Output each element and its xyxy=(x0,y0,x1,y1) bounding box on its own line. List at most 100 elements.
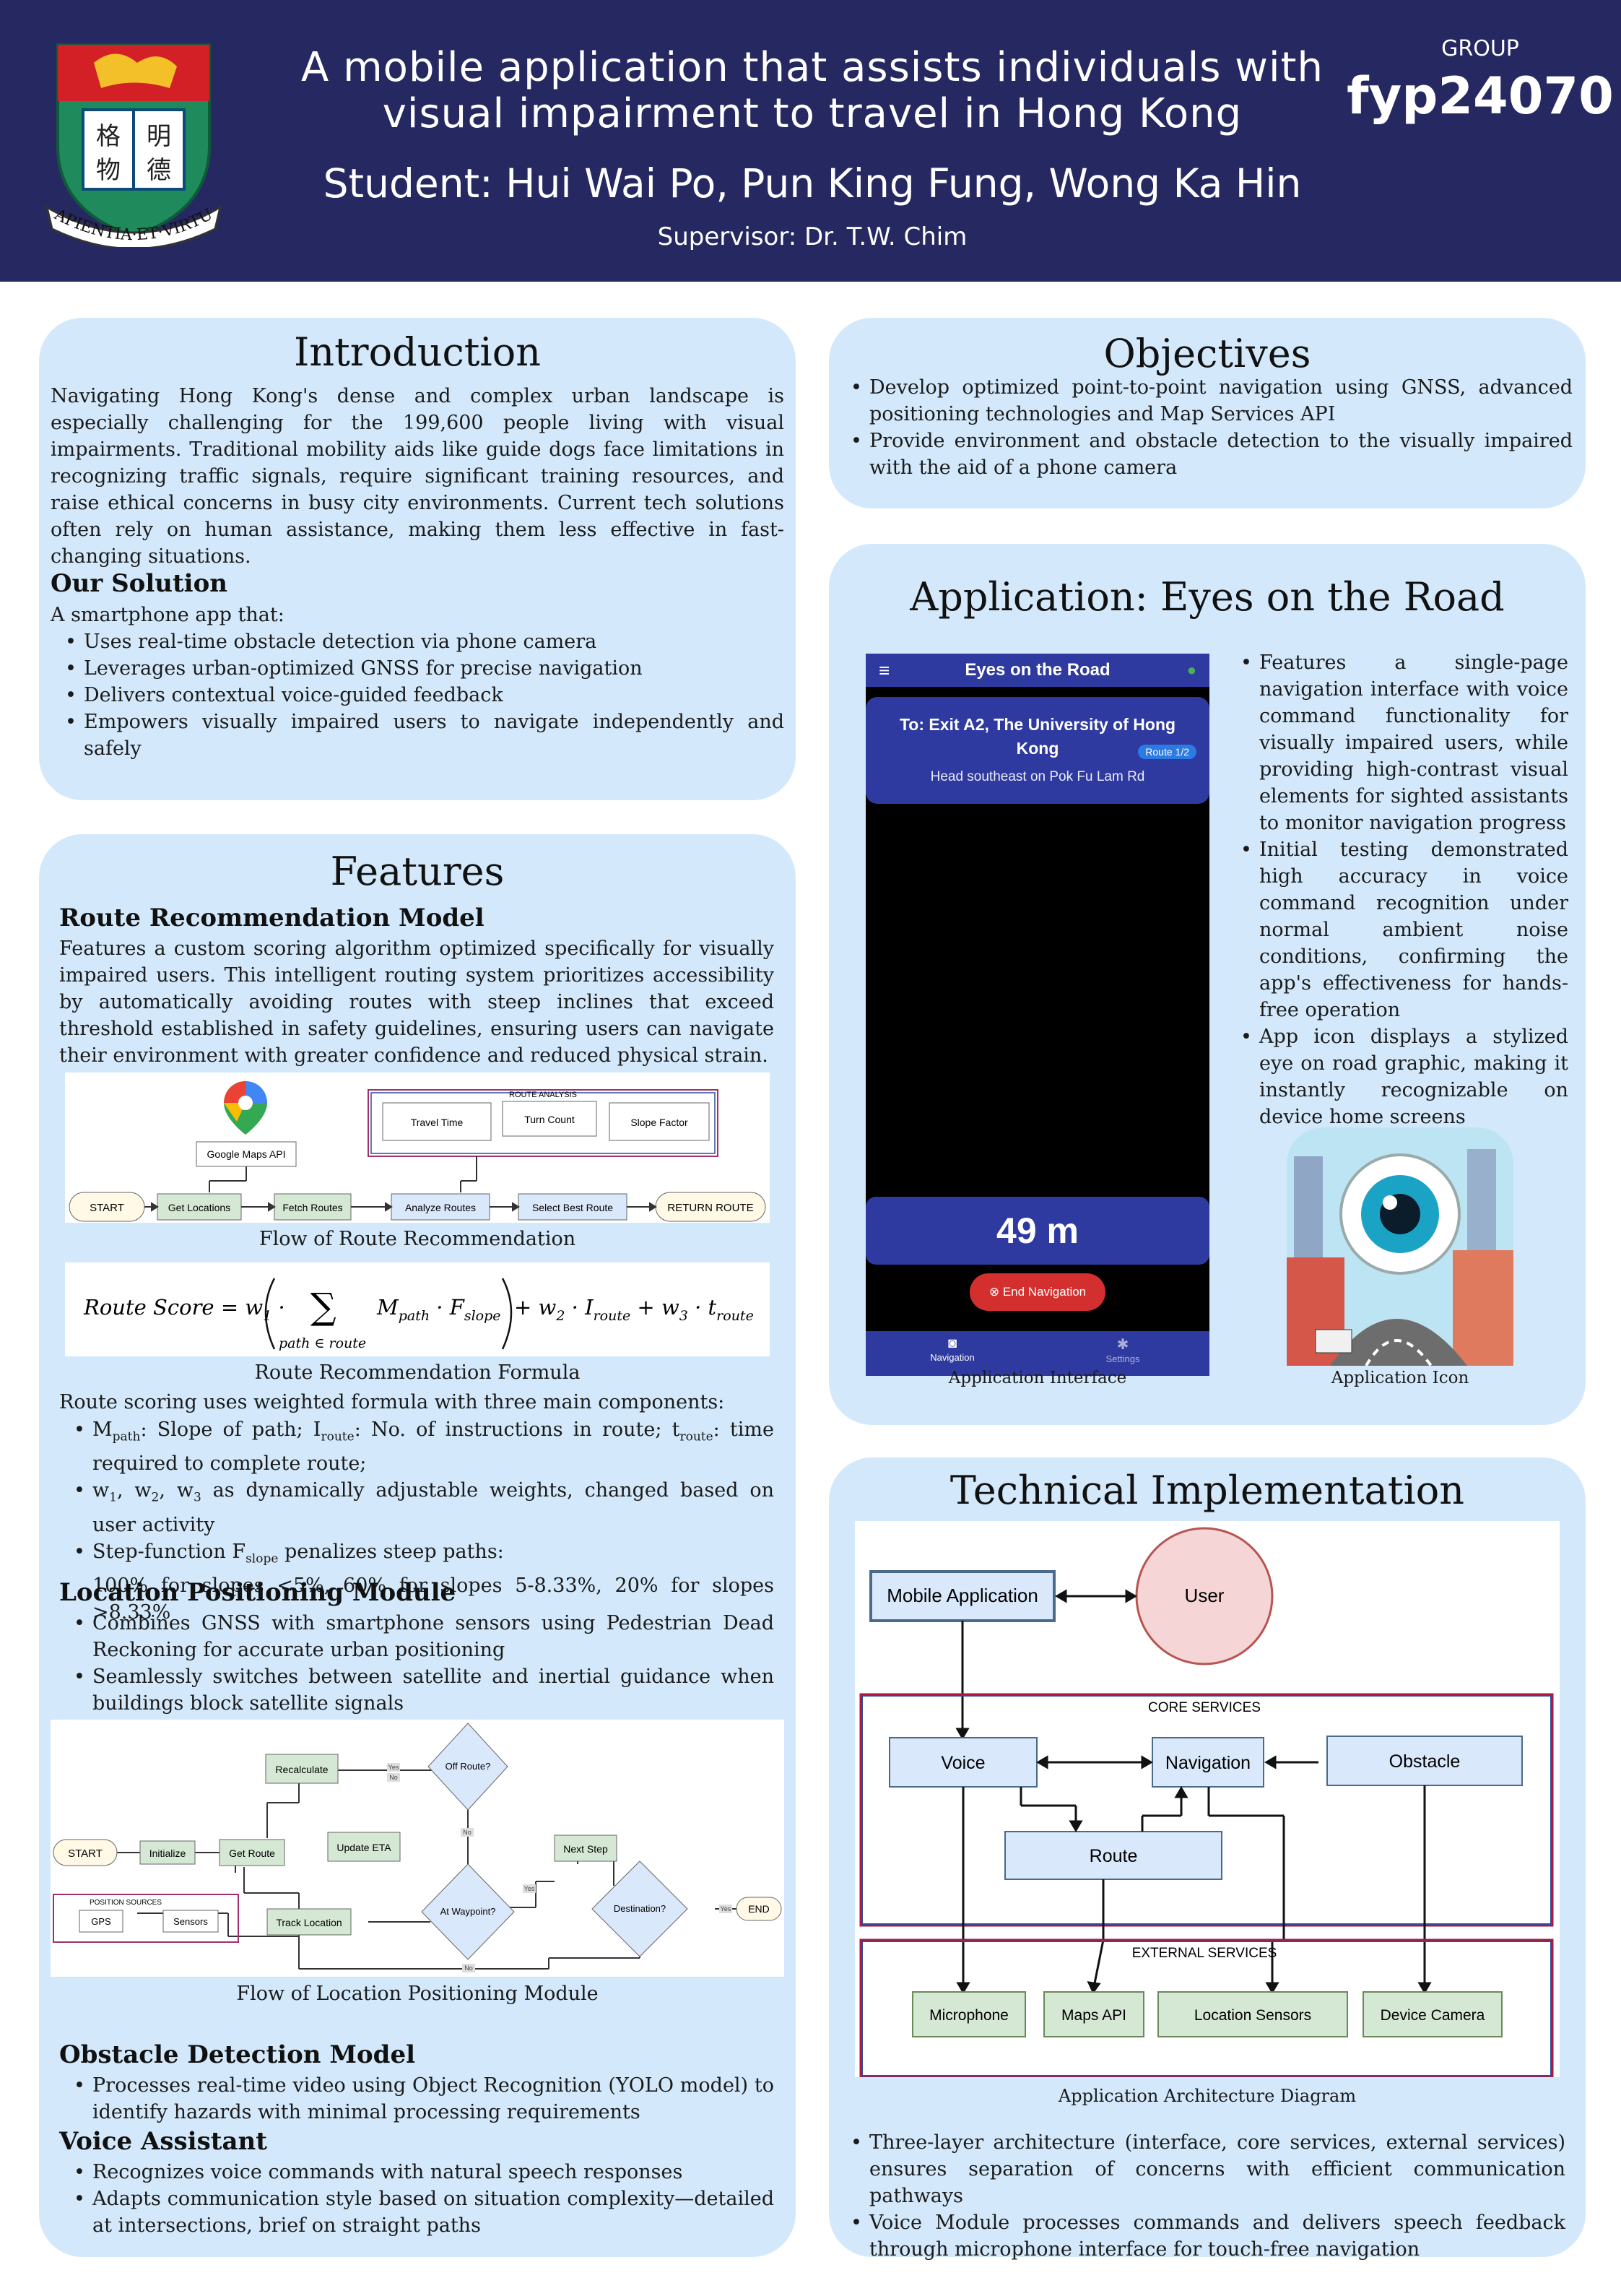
logo-char-4: 德 xyxy=(147,156,171,185)
list-item: Initial testing demonstrated high accura… xyxy=(1226,836,1568,1023)
route-body: Features a custom scoring algorithm opti… xyxy=(59,937,774,1067)
list-item: w1, w2, w3 as dynamically adjustable wei… xyxy=(59,1477,774,1538)
app-bar: ≡ Eyes on the Road ● xyxy=(866,654,1209,687)
solution-list: Uses real-time obstacle detection via ph… xyxy=(51,628,784,762)
camera-icon: ◙ xyxy=(947,1335,957,1351)
interface-caption: Application Interface xyxy=(948,1369,1127,1387)
students: Student: Hui Wai Po, Pun King Fung, Wong… xyxy=(323,160,1302,207)
menu-icon[interactable]: ≡ xyxy=(879,659,890,681)
user-node: User xyxy=(1185,1585,1225,1606)
route-card: To: Exit A2, The University of Hong Kong… xyxy=(866,697,1209,804)
list-item: App icon displays a stylized eye on road… xyxy=(1226,1023,1568,1130)
icon-caption: Application Icon xyxy=(1331,1369,1469,1387)
scoring-list: Mpath: Slope of path; Iroute: No. of ins… xyxy=(59,1416,774,1626)
loc-end-node: END xyxy=(748,1903,770,1915)
get-route-node: Get Route xyxy=(229,1847,275,1859)
svg-text:Mpath · Fslope: Mpath · Fslope xyxy=(376,1295,501,1324)
list-item: Step-function Fslope penalizes steep pat… xyxy=(59,1538,774,1626)
next-step-node: Next Step xyxy=(563,1843,608,1855)
track-location-node: Track Location xyxy=(276,1917,342,1928)
poster-header: 格 明 物 德 SAPIENTIA·ET·VIRTUS A mobile app… xyxy=(0,0,1621,282)
location-list: Combines GNSS with smartphone sensors us… xyxy=(59,1610,774,1717)
nav-tab-navigation[interactable]: ◙ Navigation xyxy=(924,1335,981,1363)
maps-api-node: Maps API xyxy=(1061,2007,1126,2024)
supervisor: Supervisor: Dr. T.W. Chim xyxy=(657,222,968,251)
gear-icon: ✱ xyxy=(1116,1337,1129,1353)
architecture-caption: Application Architecture Diagram xyxy=(1058,2086,1357,2106)
list-item: Delivers contextual voice-guided feedbac… xyxy=(51,682,784,709)
logo-char-2: 明 xyxy=(147,122,171,151)
title-line-1: A mobile application that assists indivi… xyxy=(301,44,1324,91)
route-formula: Route Score = w1 · ∑ path ∈ route Mpath … xyxy=(65,1262,770,1356)
nav-tab-settings[interactable]: ✱ Settings xyxy=(1094,1335,1152,1364)
route-instruction: Head southeast on Pok Fu Lam Rd xyxy=(930,769,1145,784)
application-heading: Application: Eyes on the Road xyxy=(910,574,1505,620)
features-heading: Features xyxy=(330,849,505,894)
device-camera-node: Device Camera xyxy=(1381,2007,1485,2024)
location-pin-icon: ● xyxy=(1186,661,1196,679)
get-locations-node: Get Locations xyxy=(168,1202,230,1213)
svg-text:Route Score = w1 ·: Route Score = w1 · xyxy=(83,1295,285,1324)
list-item: Voice Module processes commands and deli… xyxy=(836,2209,1565,2263)
distance-display: 49 m xyxy=(866,1197,1209,1265)
objectives-heading: Objectives xyxy=(1103,331,1311,376)
features-card: Features Route Recommendation Model Feat… xyxy=(39,834,796,2257)
list-item: Adapts communication style based on situ… xyxy=(59,2185,774,2239)
poster-title: A mobile application that assists indivi… xyxy=(296,45,1329,137)
route-destination: To: Exit A2, The University of Hong Kong xyxy=(899,715,1176,758)
objectives-list: Develop optimized point-to-point navigat… xyxy=(836,374,1573,481)
list-item: Uses real-time obstacle detection via ph… xyxy=(51,628,784,655)
edge-label-yes-2: Yes xyxy=(524,1885,535,1892)
destination-decision: Destination? xyxy=(614,1903,666,1914)
obstacle-node: Obstacle xyxy=(1389,1751,1461,1772)
application-list: Features a single-page navigation interf… xyxy=(1226,649,1568,1130)
voice-heading: Voice Assistant xyxy=(59,2127,267,2156)
microphone-node: Microphone xyxy=(929,2007,1009,2024)
analysis-slope-factor: Slope Factor xyxy=(630,1117,688,1128)
loc-start-node: START xyxy=(68,1847,103,1860)
end-navigation-button[interactable]: ⊗ End Navigation xyxy=(970,1273,1105,1311)
fetch-routes-node: Fetch Routes xyxy=(282,1202,342,1213)
route-badge: Route 1/2 xyxy=(1138,745,1196,759)
technical-heading: Technical Implementation xyxy=(949,1468,1465,1513)
list-item: Provide environment and obstacle detecti… xyxy=(836,428,1573,481)
list-item: Processes real-time video using Object R… xyxy=(59,2072,774,2126)
list-item: Develop optimized point-to-point navigat… xyxy=(836,374,1573,428)
gps-source: GPS xyxy=(91,1916,111,1927)
architecture-diagram: Mobile Application User CORE SERVICES Vo… xyxy=(855,1521,1560,2077)
edge-label-no-1: No xyxy=(389,1774,398,1781)
hku-crest-icon: 格 明 物 德 SAPIENTIA·ET·VIRTUS xyxy=(43,38,222,247)
initialize-node: Initialize xyxy=(149,1847,186,1859)
route-flow-diagram: ROUTE ANALYSIS Travel Time Turn Count Sl… xyxy=(65,1073,770,1223)
google-maps-api-node: Google Maps API xyxy=(207,1148,286,1160)
route-start-node: START xyxy=(90,1202,124,1214)
nav-tab-settings-label: Settings xyxy=(1105,1353,1140,1364)
voice-list: Recognizes voice commands with natural s… xyxy=(59,2159,774,2239)
google-maps-pin-icon xyxy=(224,1081,267,1135)
sensors-source: Sensors xyxy=(173,1916,208,1927)
update-eta-node: Update ETA xyxy=(336,1842,391,1853)
scoring-intro: Route scoring uses weighted formula with… xyxy=(59,1391,725,1413)
location-flow-caption: Flow of Location Positioning Module xyxy=(236,1983,599,2005)
group-id: fyp24070 xyxy=(1347,66,1614,126)
bottom-nav: ◙ Navigation ✱ Settings xyxy=(866,1331,1209,1376)
app-eye-icon xyxy=(1287,1127,1513,1366)
svg-text:+ w2 · Iroute + w3 · troute: + w2 · Iroute + w3 · troute xyxy=(514,1295,754,1324)
analysis-travel-time: Travel Time xyxy=(411,1117,464,1128)
external-services-title: EXTERNAL SERVICES xyxy=(1132,1946,1277,1961)
obstacle-list: Processes real-time video using Object R… xyxy=(59,2072,774,2126)
solution-intro: A smartphone app that: xyxy=(51,604,284,626)
logo-char-1: 格 xyxy=(96,122,121,151)
location-sensors-node: Location Sensors xyxy=(1194,2007,1311,2024)
edge-label-no-2: No xyxy=(463,1829,471,1836)
list-item: Combines GNSS with smartphone sensors us… xyxy=(59,1610,774,1663)
technical-list: Three-layer architecture (interface, cor… xyxy=(836,2129,1565,2263)
route-analysis-title: ROUTE ANALYSIS xyxy=(509,1091,577,1099)
location-heading: Location Positioning Module xyxy=(59,1578,456,1607)
application-card: Application: Eyes on the Road ≡ Eyes on … xyxy=(829,544,1586,1425)
introduction-heading: Introduction xyxy=(294,329,541,375)
logo-char-3: 物 xyxy=(96,156,121,185)
end-navigation-label: End Navigation xyxy=(1002,1285,1087,1299)
off-route-decision: Off Route? xyxy=(446,1761,491,1772)
technical-card: Technical Implementation Mobile Applicat… xyxy=(829,1457,1586,2261)
